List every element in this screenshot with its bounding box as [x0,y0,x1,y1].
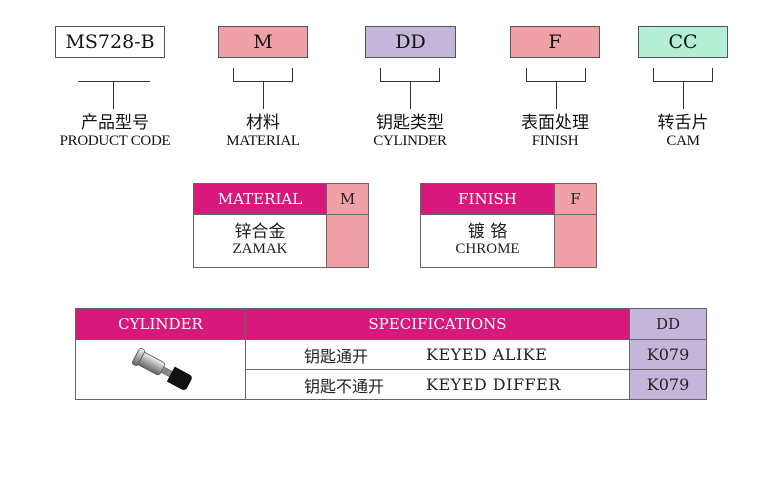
material-table-value: 锌合金 ZAMAK [194,214,327,267]
label-product-code: 产品型号 PRODUCT CODE [40,114,190,150]
label-cam-en: CAM [666,133,700,149]
material-value-zh: 锌合金 [234,222,286,242]
spec-header-cylinder: CYLINDER [76,309,246,339]
bracket-material [233,68,293,82]
finish-value-zh: 镀 铬 [467,222,508,242]
spec-image-cell [76,339,246,399]
label-product-code-en: PRODUCT CODE [59,133,171,149]
material-table: MATERIAL M 锌合金 ZAMAK [193,183,369,268]
spec-row-1-zh: 钥匙通开 [304,346,369,366]
label-material-zh: 材料 [246,113,280,133]
label-cam: 转舌片 CAM [628,114,738,150]
label-material: 材料 MATERIAL [208,114,318,150]
label-finish-en: FINISH [531,133,579,149]
finish-table-code: F [555,184,596,214]
label-cam-zh: 转舌片 [657,113,709,133]
label-finish-zh: 表面处理 [521,113,589,133]
key-cylinder-icon [131,347,192,390]
code-box-cylinder: DD [365,26,456,58]
connector-line-product [78,81,150,82]
spec-row-2: 钥匙不通开 KEYED DIFFER [246,369,630,399]
spec-row-1-code: K079 [630,339,706,369]
material-table-code: M [327,184,368,214]
label-cylinder-en: CYLINDER [373,133,447,149]
bracket-finish [526,68,586,82]
cylinder-spec-table: CYLINDER SPECIFICATIONS DD 钥匙通开 KEYED AL… [75,308,707,400]
material-table-header: MATERIAL [194,184,327,214]
connector-stem-cam [683,82,684,109]
bracket-cam [653,68,713,82]
spec-row-1-en: KEYED ALIKE [426,345,548,364]
material-table-code-fill [327,214,368,267]
spec-row-2-zh: 钥匙不通开 [304,376,385,396]
finish-table-value: 镀 铬 CHROME [421,214,555,267]
connector-stem-product [113,81,114,109]
label-material-en: MATERIAL [226,133,300,149]
finish-table: FINISH F 镀 铬 CHROME [420,183,597,268]
spec-header-specifications: SPECIFICATIONS [246,309,630,339]
material-value-en: ZAMAK [232,241,288,257]
connector-stem-material [263,82,264,109]
code-box-finish: F [510,26,600,58]
connector-stem-cylinder [410,82,411,109]
bracket-cylinder [380,68,440,82]
code-box-product: MS728-B [55,26,165,58]
code-box-material: M [218,26,308,58]
label-cylinder-zh: 钥匙类型 [376,113,444,133]
finish-table-header: FINISH [421,184,555,214]
label-cylinder: 钥匙类型 CYLINDER [355,114,465,150]
label-product-code-zh: 产品型号 [81,113,149,133]
spec-row-1: 钥匙通开 KEYED ALIKE [246,339,630,369]
finish-value-en: CHROME [455,241,520,257]
connector-stem-finish [556,82,557,109]
spec-header-code: DD [630,309,706,339]
label-finish: 表面处理 FINISH [500,114,610,150]
spec-row-2-code: K079 [630,369,706,399]
code-box-cam: CC [638,26,728,58]
spec-row-2-en: KEYED DIFFER [426,375,561,394]
finish-table-code-fill [555,214,596,267]
